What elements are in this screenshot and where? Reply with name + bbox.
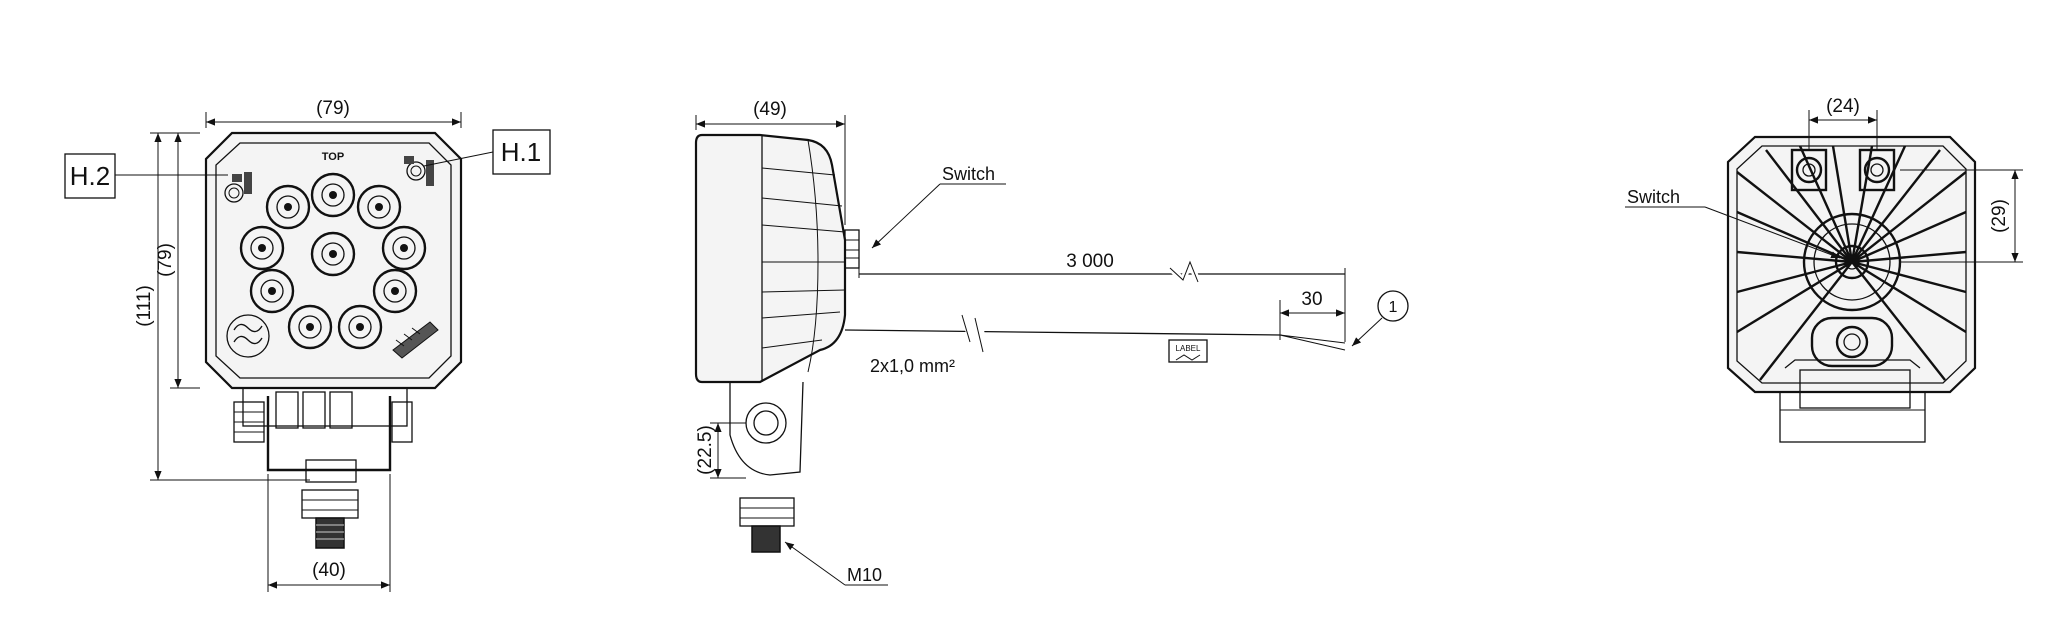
h2-label: H.2: [70, 161, 110, 191]
cable-length-label: 3 000: [1066, 251, 1114, 272]
side-mount: [729, 381, 804, 553]
front-view: TOP: [64, 98, 551, 592]
cable-tag: LABEL: [1168, 339, 1208, 363]
led: [239, 225, 285, 271]
mount-height-label: (22.5): [695, 425, 716, 475]
strip-length-label: 30: [1301, 289, 1322, 310]
rear-switch-annotation: Switch: [1625, 187, 1841, 259]
rear-switch-label: Switch: [1627, 187, 1680, 207]
side-housing: [694, 133, 847, 384]
callout-1: 1: [1351, 290, 1409, 347]
h1-callout: H.1: [423, 129, 551, 175]
rear-bracket: [1779, 359, 1926, 443]
homologation-mark-h2: [224, 172, 252, 203]
front-dimensions: (79) (79) (111) (40): [134, 98, 462, 592]
rear-view: (24) (29) Switch: [1625, 96, 2023, 443]
led: [310, 172, 356, 218]
manufacturer-logo: [226, 314, 270, 358]
bracket-width-dimension-label: (40): [312, 560, 346, 581]
led: [310, 231, 356, 277]
hole-spacing-label: (24): [1826, 96, 1860, 117]
hole-height-label: (29): [1989, 199, 2010, 233]
side-switch-label: Switch: [942, 164, 995, 184]
side-view: LABEL (49) 3 000 30 (2: [694, 99, 1409, 586]
front-lens-border: [215, 142, 452, 379]
homologation-mark-h1: [404, 156, 434, 186]
width-dimension-label: (79): [316, 98, 350, 119]
led: [287, 304, 333, 350]
cable-tag-label: LABEL: [1176, 344, 1201, 353]
rear-dimensions: (24) (29): [1808, 96, 2023, 263]
cable-spec-label: 2x1,0 mm²: [870, 356, 955, 376]
rear-switch: [1834, 244, 1870, 280]
cable-spec-annotation: 2x1,0 mm²: [870, 356, 955, 376]
led: [372, 268, 418, 314]
cooling-fins: [1736, 145, 1967, 381]
side-switch-annotation: Switch: [871, 164, 1006, 249]
led-array: [239, 172, 427, 350]
depth-dimension-label: (49): [753, 99, 787, 120]
led: [381, 225, 427, 271]
h1-label: H.1: [501, 137, 541, 167]
thread-label: M10: [847, 565, 882, 585]
thread-annotation: M10: [784, 541, 888, 586]
top-mark: TOP: [322, 151, 344, 163]
led: [265, 184, 311, 230]
led: [249, 268, 295, 314]
callout-1-number: 1: [1389, 299, 1398, 316]
brand-mark: [392, 321, 439, 359]
rear-connector: [1810, 316, 1894, 368]
led: [337, 304, 383, 350]
front-mounting-bracket: [233, 387, 413, 549]
side-dimensions: (49) 3 000 30 (22.5): [695, 99, 1346, 479]
h2-callout: H.2: [64, 153, 228, 199]
led: [356, 184, 402, 230]
total-height-dimension-label: (111): [134, 285, 155, 327]
